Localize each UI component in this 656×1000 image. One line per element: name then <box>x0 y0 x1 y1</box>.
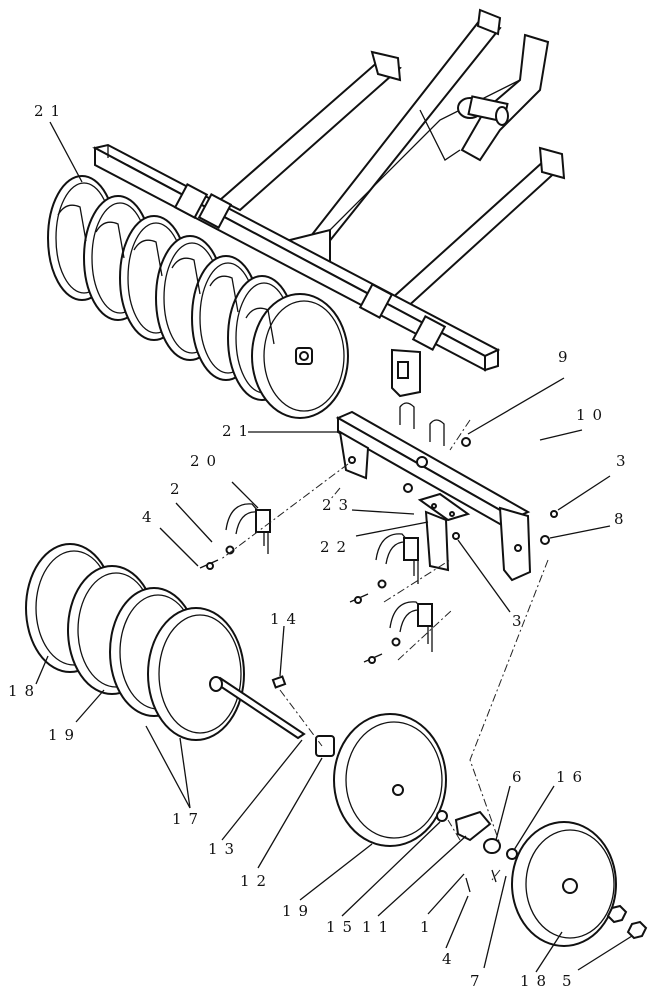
lower-disc-gang <box>25 543 335 757</box>
callout-14: 14 <box>270 610 303 628</box>
callout-18-left: 18 <box>8 682 41 700</box>
callout-3-mid: 3 <box>512 612 529 630</box>
callout-11: 11 <box>362 918 395 936</box>
callout-22: 22 <box>320 538 353 556</box>
callout-8: 8 <box>614 510 631 528</box>
callout-20: 20 <box>190 452 223 470</box>
callout-10: 10 <box>576 406 609 424</box>
hitch-arms <box>218 8 566 312</box>
callout-13: 13 <box>208 840 241 858</box>
leader-lines <box>35 121 633 973</box>
callout-7: 7 <box>470 972 487 990</box>
callout-23: 23 <box>322 496 355 514</box>
callout-19-left: 19 <box>48 726 81 744</box>
callout-18-right: 18 <box>520 972 553 990</box>
gang-clamps <box>225 503 433 652</box>
callout-3-right: 3 <box>616 452 633 470</box>
callout-15: 15 <box>326 918 359 936</box>
callout-labels: 21 21 20 2 4 23 22 9 10 3 8 3 14 18 19 1… <box>8 102 633 990</box>
callout-1: 1 <box>420 918 437 936</box>
callout-16: 16 <box>556 768 589 786</box>
top-disc-gang <box>47 175 349 419</box>
bolts-and-nuts <box>199 437 558 689</box>
callout-6: 6 <box>512 768 529 786</box>
assembly-dashes <box>219 419 549 881</box>
callout-9: 9 <box>558 348 575 366</box>
callout-2: 2 <box>170 480 187 498</box>
callout-5: 5 <box>562 972 579 990</box>
callout-21-top: 21 <box>34 102 67 120</box>
toolbar-beam <box>92 143 501 398</box>
callout-21-mid: 21 <box>222 422 255 440</box>
main-frame-assembly <box>47 8 566 419</box>
end-wheel <box>511 821 648 947</box>
callout-4-bottom: 4 <box>442 950 459 968</box>
callout-4-left: 4 <box>142 508 159 526</box>
callout-12: 12 <box>240 872 273 890</box>
bearing-hardware <box>436 810 518 893</box>
callout-17: 17 <box>172 810 205 828</box>
callout-19-mid: 19 <box>282 902 315 920</box>
gang-mounting-bracket <box>335 402 532 582</box>
single-disc <box>333 713 447 847</box>
